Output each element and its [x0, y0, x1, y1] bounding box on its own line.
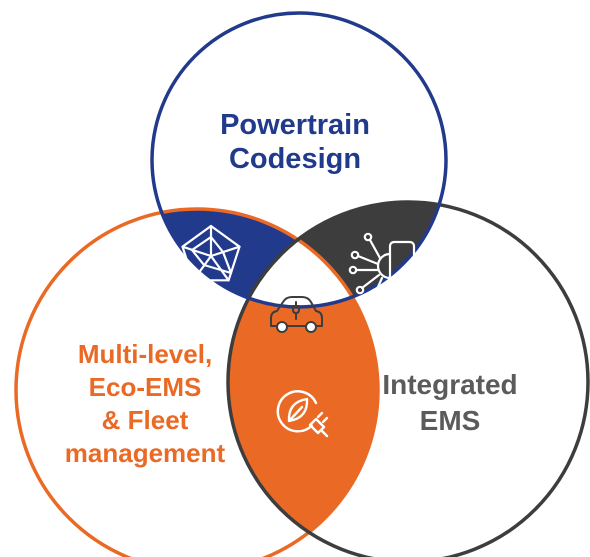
- label-multi-level-eco-ems: Multi-level, Eco-EMS & Fleet management: [50, 338, 240, 470]
- label-line: & Fleet: [101, 405, 189, 436]
- radar-chart-icon: [181, 224, 241, 282]
- label-line: Codesign: [228, 143, 362, 176]
- label-line: Multi-level,: [77, 339, 213, 369]
- circle-right-outline: [226, 200, 590, 557]
- label-line: management: [64, 438, 226, 469]
- label-line: Powertrain: [220, 109, 370, 141]
- overlap-center: [228, 209, 378, 307]
- label-line: Eco-EMS: [88, 372, 202, 403]
- label-powertrain-codesign: Powertrain Codesign: [185, 108, 405, 176]
- leaf-plug-icon: [276, 390, 329, 438]
- label-integrated-ems: Integrated EMS: [355, 367, 545, 439]
- connected-phone-icon: [348, 232, 416, 304]
- circle-left-outline: [14, 207, 380, 557]
- label-line: Integrated: [382, 369, 518, 400]
- label-line: EMS: [419, 404, 481, 436]
- electric-car-icon: [270, 296, 323, 333]
